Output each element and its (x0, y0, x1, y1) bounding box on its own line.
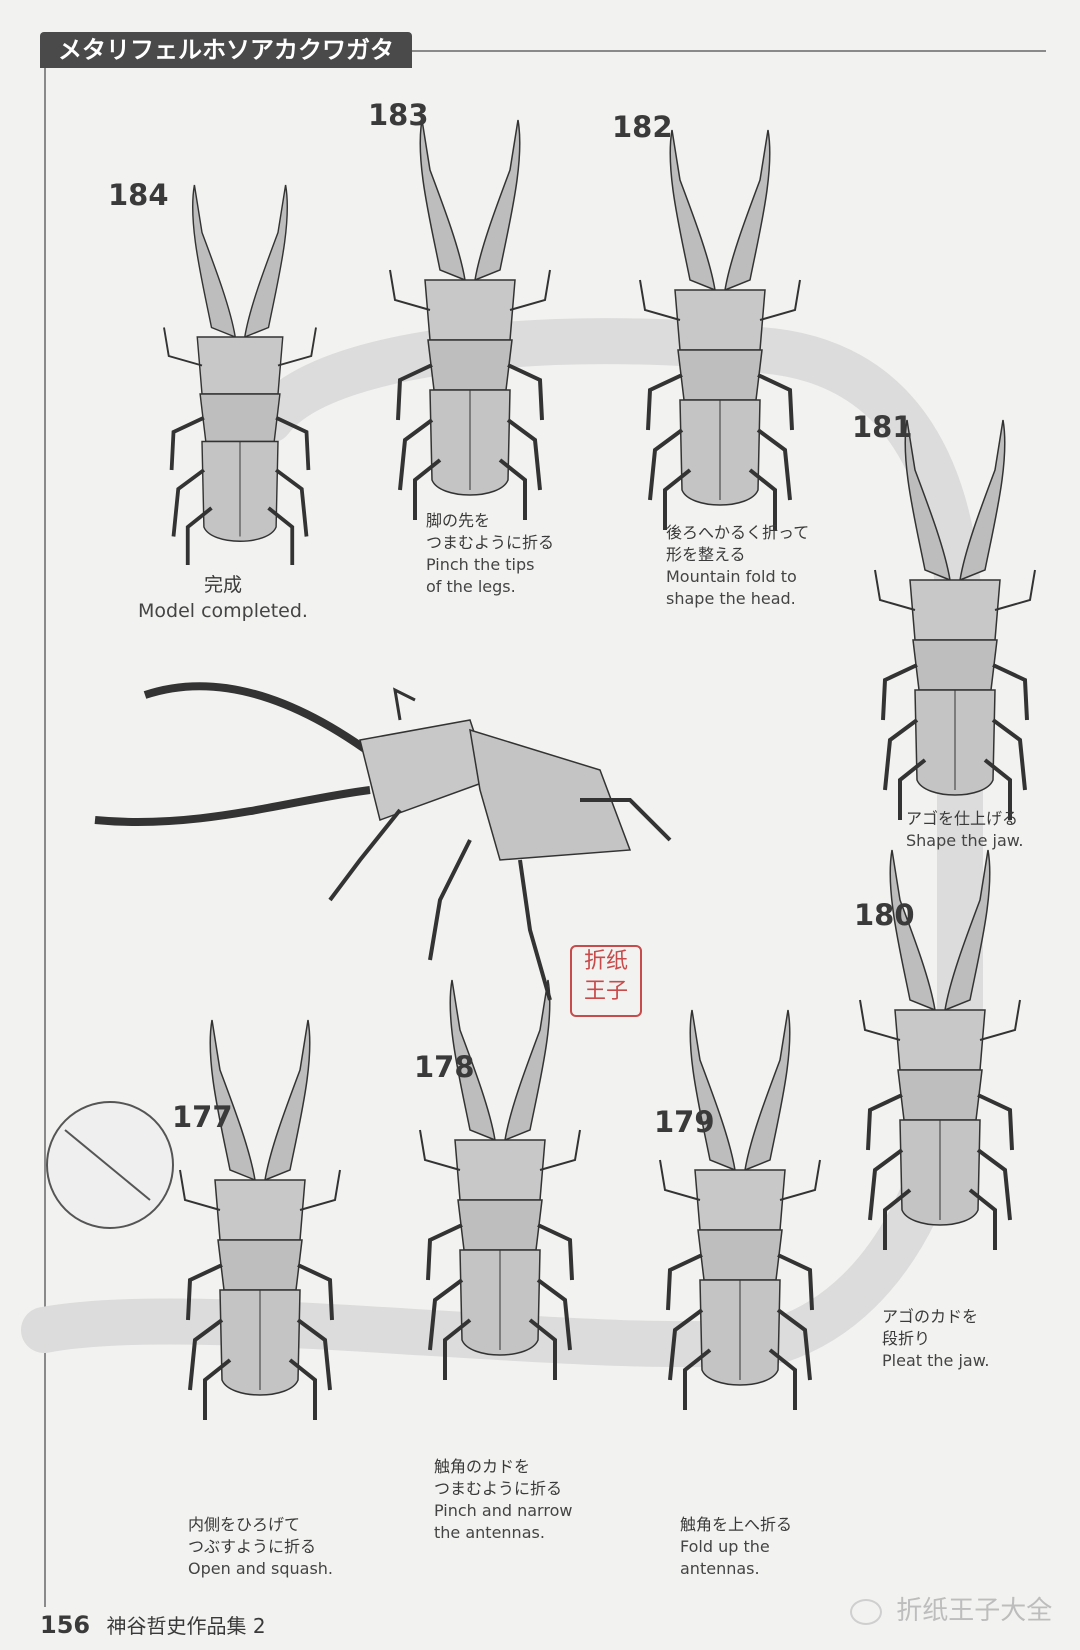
caption-en: Shape the jaw. (906, 831, 1024, 850)
step-number-183: 183 (368, 98, 429, 132)
caption-step-179: 触角を上へ折る Fold up the antennas. (680, 1514, 792, 1580)
caption-step-183: 脚の先を つまむように折る Pinch the tips of the legs… (426, 510, 554, 598)
caption-en-line1: Mountain fold to (666, 567, 797, 586)
caption-en-line2: of the legs. (426, 577, 516, 596)
caption-step-181: アゴを仕上げる Shape the jaw. (906, 808, 1023, 852)
book-title: 神谷哲史作品集 2 (106, 1614, 266, 1638)
page-title: メタリフェルホソアカクワガタ (40, 32, 412, 68)
beetle-step-177 (178, 1018, 342, 1422)
caption-en-line1: Pinch the tips (426, 555, 535, 574)
caption-en-line2: shape the head. (666, 589, 796, 608)
caption-ja: 触角を上へ折る (680, 1515, 793, 1534)
caption-en-line1: Pinch and narrow (434, 1501, 573, 1520)
caption-ja-line1: 内側をひろげて (188, 1515, 301, 1534)
caption-en: Model completed. (138, 600, 308, 622)
caption-ja-line1: 触角のカドを (434, 1457, 531, 1476)
step-number-178: 178 (414, 1050, 475, 1084)
wechat-icon (850, 1598, 882, 1625)
beetle-perspective-view (94, 682, 672, 1001)
caption-ja-line1: 後ろへかるく折って (666, 523, 810, 542)
caption-step-177: 内側をひろげて つぶすように折る Open and squash. (188, 1514, 333, 1580)
caption-ja: アゴを仕上げる (906, 809, 1019, 828)
caption-step-184: 完成 Model completed. (138, 572, 308, 624)
caption-ja-line1: アゴのカドを (882, 1307, 979, 1326)
caption-en-line2: the antennas. (434, 1523, 545, 1542)
caption-en-line1: Fold up the (680, 1537, 770, 1556)
watermark: 折纸王子大全 (850, 1590, 1052, 1627)
beetle-step-183 (388, 118, 552, 522)
detail-inset-circle (46, 1101, 174, 1229)
seal-line2: 王子 (583, 979, 628, 1004)
caption-en-line2: antennas. (680, 1559, 760, 1578)
caption-ja-line2: つまむように折る (434, 1479, 563, 1498)
caption-ja: 完成 (203, 574, 242, 596)
seal-line1: 折纸 (583, 949, 628, 974)
watermark-text: 折纸王子大全 (896, 1596, 1053, 1626)
red-seal-stamp: 折纸 王子 (570, 945, 642, 1017)
caption-ja-line2: つまむように折る (426, 533, 555, 552)
caption-en: Pleat the jaw. (882, 1351, 990, 1370)
caption-step-180: アゴのカドを 段折り Pleat the jaw. (882, 1306, 989, 1372)
page-footer: 156 神谷哲史作品集 2 (40, 1610, 266, 1639)
step-number-179: 179 (654, 1105, 715, 1139)
caption-step-178: 触角のカドを つまむように折る Pinch and narrow the ant… (434, 1456, 572, 1544)
page-frame (44, 50, 1046, 1607)
step-number-184: 184 (108, 178, 169, 212)
caption-ja-line2: 形を整える (666, 545, 746, 564)
caption-en: Open and squash. (188, 1559, 334, 1578)
page-number: 156 (40, 1611, 91, 1639)
caption-ja-line2: 段折り (882, 1329, 931, 1348)
caption-ja-line1: 脚の先を (426, 511, 491, 530)
step-number-180: 180 (854, 898, 915, 932)
step-number-182: 182 (612, 110, 673, 144)
step-number-181: 181 (852, 410, 913, 444)
caption-ja-line2: つぶすように折る (188, 1537, 317, 1556)
caption-step-182: 後ろへかるく折って 形を整える Mountain fold to shape t… (666, 522, 809, 610)
step-number-177: 177 (172, 1100, 233, 1134)
